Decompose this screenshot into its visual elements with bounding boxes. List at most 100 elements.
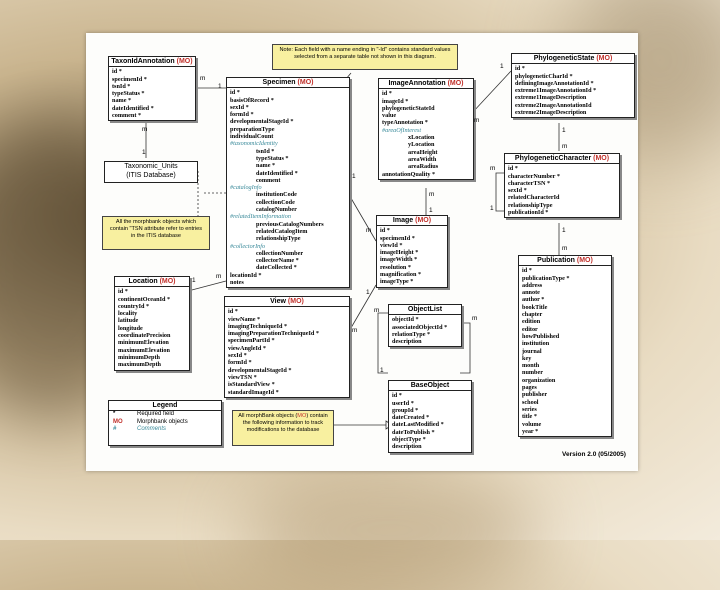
field-row: publicationType * bbox=[522, 274, 570, 282]
field-row: specimenId * bbox=[112, 75, 147, 83]
field-row: imageWidth * bbox=[380, 256, 418, 264]
entity-fields: id *characterNumber *characterTSN *sexId… bbox=[505, 164, 619, 217]
field-row: individualCount bbox=[230, 133, 274, 141]
field-row: characterNumber * bbox=[508, 172, 560, 180]
mult-label: 1 bbox=[562, 227, 566, 234]
field-row: id * bbox=[515, 65, 525, 73]
entity-imageannotation[interactable]: ImageAnnotation (MO) id *imageId *phylog… bbox=[378, 78, 474, 180]
note-standard-values: Note: Each field with a name ending in "… bbox=[272, 44, 458, 70]
mult-label: 1 bbox=[352, 173, 356, 180]
field-row: locationId * bbox=[230, 271, 262, 279]
mult-label: 1 bbox=[500, 63, 504, 70]
entity-phylogeneticcharacter[interactable]: PhylogeneticCharacter (MO) id *character… bbox=[504, 153, 620, 219]
entity-view[interactable]: View (MO) id *viewName *imagingTechnique… bbox=[224, 296, 350, 398]
field-row: key bbox=[522, 354, 532, 362]
entity-header: ImageAnnotation (MO) bbox=[379, 79, 473, 90]
entity-fields: id *phylogeneticCharId *definingImageAnn… bbox=[512, 64, 634, 117]
entity-taxonidannotation[interactable]: TaxonIdAnnotation (MO) id *specimenId *t… bbox=[108, 56, 196, 122]
field-row: id * bbox=[380, 227, 390, 235]
entity-header: View (MO) bbox=[225, 297, 349, 308]
field-row: description bbox=[392, 443, 422, 451]
field-row: notes bbox=[230, 279, 244, 287]
field-row: viewId * bbox=[380, 241, 403, 249]
field-row: journal bbox=[522, 347, 542, 355]
legend-item-required: *Required field bbox=[113, 411, 175, 417]
field-row: relationType * bbox=[392, 330, 431, 338]
itis-database-box[interactable]: Taxonomic_Units (ITIS Database) bbox=[104, 161, 198, 183]
entity-header: PhylogeneticCharacter (MO) bbox=[505, 154, 619, 165]
entity-fields: id *basisOfRecord *sexId *formId *develo… bbox=[227, 88, 349, 287]
legend-item-comments: #Comments bbox=[113, 426, 167, 432]
relationship-lines bbox=[145, 70, 560, 430]
field-row: associatedObjectId * bbox=[392, 323, 448, 331]
field-row: definingImageAnnotationId * bbox=[515, 79, 594, 87]
field-row: yLocation bbox=[408, 141, 435, 149]
entity-objectlist[interactable]: ObjectList objectId *associatedObjectId … bbox=[388, 304, 462, 348]
field-row: id * bbox=[392, 392, 402, 400]
field-row: imageId * bbox=[382, 97, 409, 105]
field-row: year * bbox=[522, 427, 539, 435]
entity-fields: id *continentOceanId *countryId *localit… bbox=[115, 287, 189, 369]
field-row: imageType * bbox=[380, 278, 414, 286]
field-row: countryId * bbox=[118, 302, 150, 310]
field-row: viewAngleId * bbox=[228, 344, 266, 352]
field-row: formId * bbox=[228, 359, 252, 367]
field-row: id * bbox=[228, 308, 238, 316]
field-row: volume bbox=[522, 420, 542, 428]
field-row: minimumElevation bbox=[118, 339, 169, 347]
field-row: organization bbox=[522, 376, 556, 384]
field-row: relatedCharacterId bbox=[508, 194, 560, 202]
version-label: Version 2.0 (05/2005) bbox=[562, 451, 626, 458]
field-row: xLocation bbox=[408, 134, 435, 142]
field-row: id * bbox=[382, 90, 392, 98]
itis-title: Taxonomic_Units bbox=[124, 163, 178, 170]
field-row: number bbox=[522, 369, 543, 377]
entity-phylogeneticstate[interactable]: PhylogeneticState (MO) id *phylogeneticC… bbox=[511, 53, 635, 119]
mult-label: m bbox=[490, 165, 496, 172]
field-row: relatedCatalogItem bbox=[256, 227, 308, 235]
entity-image[interactable]: Image (MO) id *specimenId *viewId *image… bbox=[376, 215, 448, 288]
mult-label: 1 bbox=[366, 289, 370, 296]
entity-specimen[interactable]: Specimen (MO) id *basisOfRecord *sexId *… bbox=[226, 77, 350, 289]
field-row: edition bbox=[522, 318, 541, 326]
field-row: bookTitle bbox=[522, 303, 548, 311]
field-row: sexId * bbox=[228, 352, 247, 360]
field-row: objectType * bbox=[392, 436, 426, 444]
field-row: description bbox=[392, 338, 422, 346]
field-row: preparationType bbox=[230, 125, 275, 133]
legend-title: Legend bbox=[109, 401, 221, 411]
field-row: magnification * bbox=[380, 271, 422, 279]
field-row: latitude bbox=[118, 317, 139, 325]
field-row: minimumDepth bbox=[118, 353, 160, 361]
field-row: dateToPublish * bbox=[392, 428, 435, 436]
entity-publication[interactable]: Publication (MO) id *publicationType *ad… bbox=[518, 255, 612, 438]
field-row: catalogNumber bbox=[256, 206, 297, 214]
entity-fields: id *specimenId *tsnId *typeStatus *name … bbox=[109, 67, 195, 120]
entity-fields: id *viewName *imagingTechniqueId *imagin… bbox=[225, 307, 349, 397]
entity-header: Location (MO) bbox=[115, 277, 189, 288]
field-row: areaWidth bbox=[408, 155, 437, 163]
field-row: isStandardView * bbox=[228, 381, 275, 389]
field-row: sexId * bbox=[230, 103, 249, 111]
entity-location[interactable]: Location (MO) id *continentOceanId *coun… bbox=[114, 276, 190, 371]
mult-label: 1 bbox=[218, 83, 222, 90]
field-row: month bbox=[522, 362, 540, 370]
field-row: previousCatalogNumbers bbox=[256, 220, 324, 228]
field-row: address bbox=[522, 281, 543, 289]
entity-header: Publication (MO) bbox=[519, 256, 611, 267]
field-row: standardImageId * bbox=[228, 388, 279, 396]
mult-label: m bbox=[562, 245, 568, 252]
field-row: specimenId * bbox=[380, 234, 415, 242]
note-itis-reference: All the morphbank objects which contain … bbox=[102, 216, 210, 250]
field-row: imagingPreparationTechniqueId * bbox=[228, 330, 319, 338]
entity-baseobject[interactable]: BaseObject id *userId *groupId *dateCrea… bbox=[388, 380, 472, 453]
field-row: annotationQuality * bbox=[382, 170, 436, 178]
field-row: annote bbox=[522, 289, 540, 297]
entity-header: BaseObject bbox=[389, 381, 471, 392]
field-row: title * bbox=[522, 413, 537, 421]
field-row: id * bbox=[118, 288, 128, 296]
field-row: areaRadius bbox=[408, 163, 439, 171]
field-row: dateIdentified * bbox=[112, 104, 154, 112]
